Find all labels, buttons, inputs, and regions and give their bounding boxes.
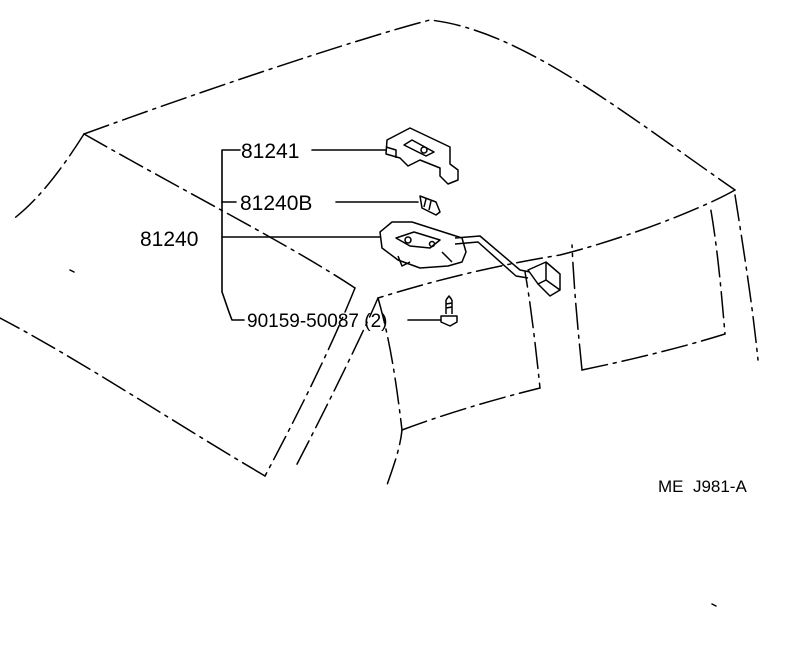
bulb-part <box>419 195 441 216</box>
diagram-reference: ME J981-A <box>658 477 747 496</box>
label-screw: 90159-50087 (2) <box>247 311 388 332</box>
vehicle-outline <box>0 19 759 607</box>
lamp-assembly-part <box>379 221 561 297</box>
screw-part <box>440 295 458 327</box>
label-bracket: 81241 <box>241 140 299 163</box>
leader-lines <box>221 149 445 321</box>
label-lamp-assembly: 81240 <box>140 228 198 251</box>
bracket-part <box>385 127 459 185</box>
label-bulb: 81240B <box>240 192 312 215</box>
